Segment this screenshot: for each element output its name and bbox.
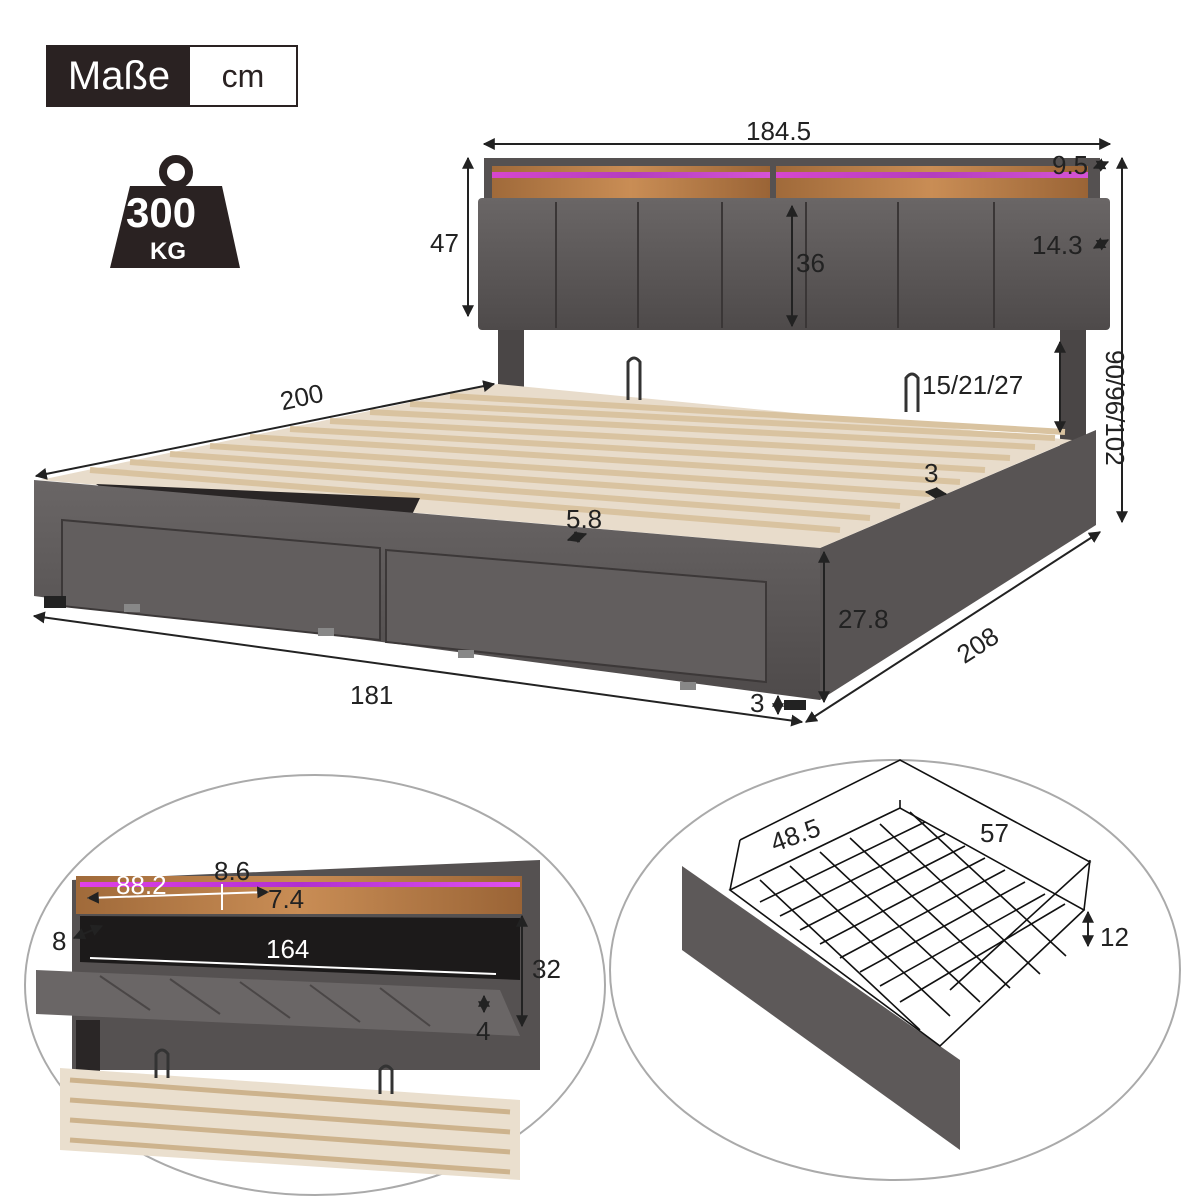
header-unit: cm — [190, 47, 296, 105]
weight-unit: KG — [150, 238, 186, 265]
dim-width: 181 — [350, 680, 394, 710]
dim-shelf-depth: 9.5 — [1052, 150, 1089, 180]
dim-headboard-width: 184.5 — [746, 116, 812, 146]
dim-detail-lid-thickness: 4 — [476, 1016, 491, 1046]
dim-detail-side-depth: 8 — [52, 926, 67, 956]
dim-detail-shelf-height: 8.6 — [214, 856, 251, 886]
dim-frame-height: 27.8 — [838, 604, 889, 634]
dim-slat-height: 15/21/27 — [922, 370, 1024, 400]
header-label: Maße cm — [46, 45, 298, 107]
dim-headboard-thickness: 14.3 — [1032, 230, 1083, 260]
header-title: Maße — [48, 47, 190, 105]
dim-total-height: 90/96/102 — [1100, 350, 1130, 466]
dimension-lines — [32, 138, 1128, 727]
dim-detail-compartment-height: 32 — [532, 954, 561, 984]
dim-slat-width: 5.8 — [566, 504, 603, 534]
weight-icon — [110, 155, 240, 268]
weight-value: 300 — [126, 189, 197, 236]
dim-detail-shelf-length: 88.2 — [116, 870, 167, 900]
drawer-detail — [609, 759, 1181, 1181]
dim-headboard-height: 47 — [430, 228, 459, 258]
dim-detail-shelf-depth: 7.4 — [268, 884, 305, 914]
dim-detail-compartment-length: 164 — [266, 934, 310, 964]
dim-panel-height: 36 — [796, 248, 825, 278]
storage-detail — [24, 774, 606, 1196]
dim-foot-height: 3 — [750, 688, 765, 718]
dim-drawer-depth: 57 — [980, 818, 1009, 848]
dim-drawer-height: 12 — [1100, 922, 1129, 952]
dim-slat-gap: 3 — [924, 458, 939, 488]
